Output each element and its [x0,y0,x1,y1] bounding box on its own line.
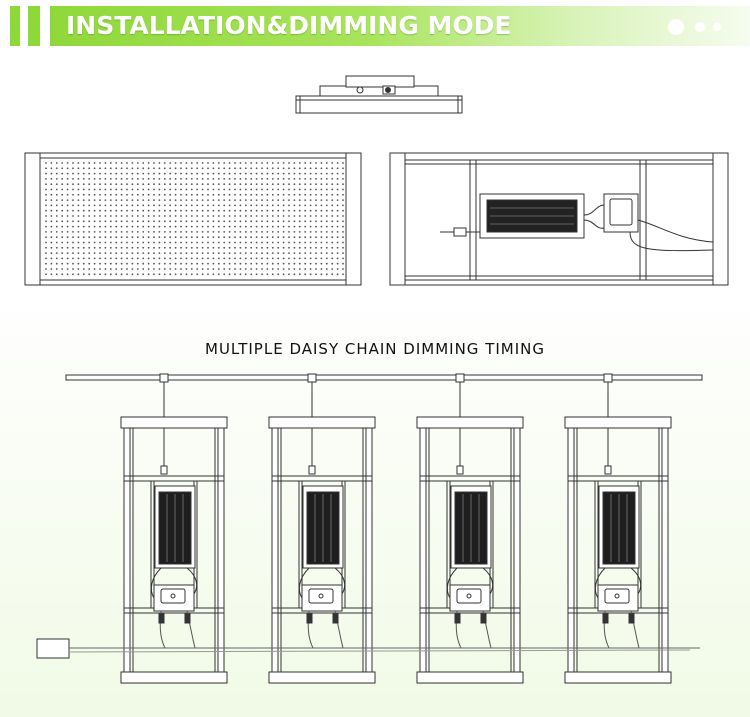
dot-medium [695,22,705,32]
fixture-2 [268,373,376,684]
dot-small [713,23,721,31]
stripe-icon [28,6,40,46]
control-box-icon [603,193,639,233]
header-banner: INSTALLATION&DIMMING MODE [0,0,750,46]
stripe-icon [10,6,20,46]
chain-diagram-title: MULTIPLE DAISY CHAIN DIMMING TIMING [205,340,545,358]
fixture-side-view [295,75,463,114]
page-title: INSTALLATION&DIMMING MODE [66,11,512,40]
led-grid [45,162,344,276]
fixture-3 [416,373,524,684]
fixture-4 [564,373,672,684]
fixture-back-view [389,152,729,286]
fixture-1 [120,373,228,684]
dimmer-controller-icon [36,638,70,659]
knob-icon [356,86,364,94]
header-bar [50,6,750,46]
suspension-rail [65,374,703,381]
fixture-front-view [24,152,362,286]
daisy-chain-diagram [36,373,703,684]
dot-large [668,19,684,35]
